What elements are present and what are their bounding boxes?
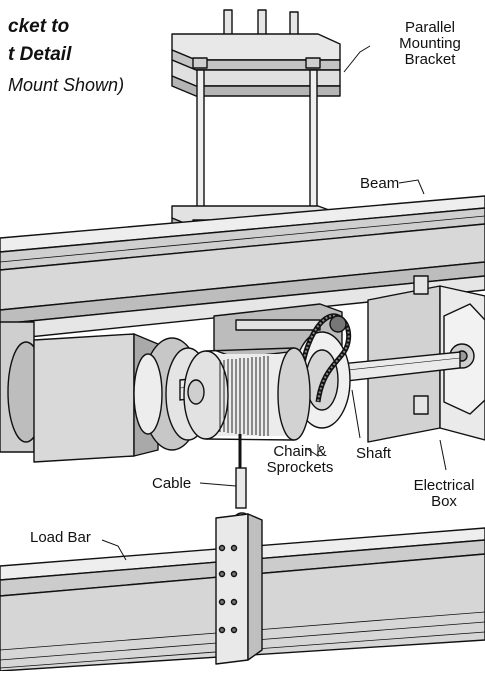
label-box-line2: Box — [431, 493, 457, 510]
title-line3: Mount Shown) — [8, 75, 125, 95]
mounting-bracket — [171, 9, 341, 245]
label-shaft: Shaft — [356, 445, 392, 462]
label-chain-line1: Chain & — [273, 443, 327, 460]
leader-lines — [101, 45, 447, 561]
label-bracket-line3: Bracket — [404, 51, 456, 68]
label-bracket-line1: Parallel — [404, 19, 456, 36]
beam — [0, 195, 485, 341]
label-chain-line2: Sprockets — [266, 459, 334, 476]
cable-drum — [183, 347, 311, 441]
title-line1: cket to — [8, 16, 70, 37]
label-loadbar: Load Bar — [30, 529, 91, 546]
load-bar — [0, 513, 485, 672]
gear-motor — [0, 321, 211, 463]
label-cable: Cable — [152, 475, 192, 492]
label-beam: Beam — [360, 175, 400, 192]
title-line2: t Detail — [8, 44, 72, 65]
label-bracket-line2: Mounting — [399, 35, 461, 52]
label-box-line1: Electrical — [413, 477, 475, 494]
